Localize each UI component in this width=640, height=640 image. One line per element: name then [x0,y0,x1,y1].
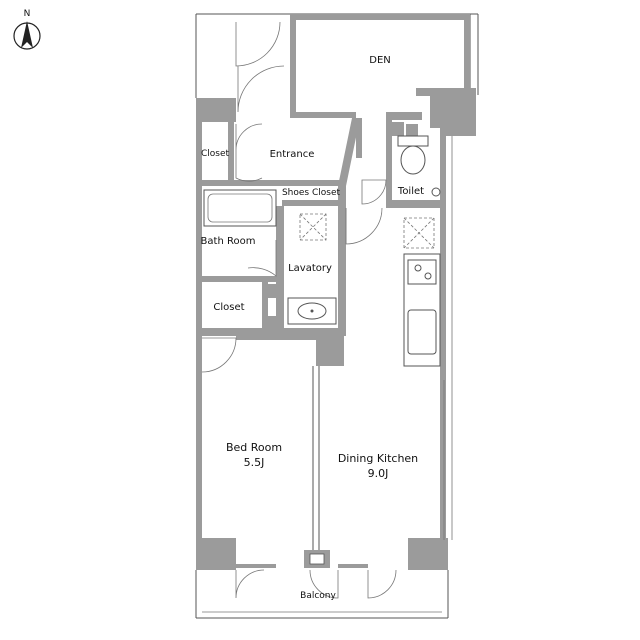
entrance-slanted-wall [338,118,360,186]
toilet-bowl-icon [397,135,441,197]
lavatory-vent-icon [299,213,327,241]
main-walls [196,98,448,570]
toilet-walls [356,118,440,208]
room-label-bath-room: Bath Room [201,236,256,247]
kitchen-sink-icon [407,309,437,355]
kitchen-vent-icon [403,217,435,249]
door-swings [201,21,397,599]
entrance-walls [202,118,346,206]
room-label-shoes-closet: Shoes Closet [282,188,341,198]
bath-lavatory-walls [202,206,346,366]
balcony-outline [195,570,449,619]
bedroom-dining-partition [304,366,330,568]
room-label-closet-bed: Closet [213,302,244,313]
north-arrow-icon [13,21,41,50]
room-label-balcony: Balcony [300,591,336,601]
room-label-bed-room: Bed Room [226,441,282,454]
lavatory-sink-icon [287,297,337,325]
stove-burner-icon [414,264,432,280]
room-label-dining-kitchen: Dining Kitchen [338,452,418,465]
bathtub-icon [203,189,277,227]
room-label-closet-entrance: Closet [201,149,230,159]
room-label-entrance: Entrance [270,149,315,160]
den-walls [290,14,476,136]
right-window-lines [443,136,453,540]
room-label-toilet: Toilet [397,186,424,197]
compass-label: N [24,9,31,19]
room-label-lavatory: Lavatory [288,263,332,274]
room-size-bed-room: 5.5J [244,456,265,469]
room-size-dining-kitchen: 9.0J [368,467,389,480]
room-label-den: DEN [369,55,391,66]
